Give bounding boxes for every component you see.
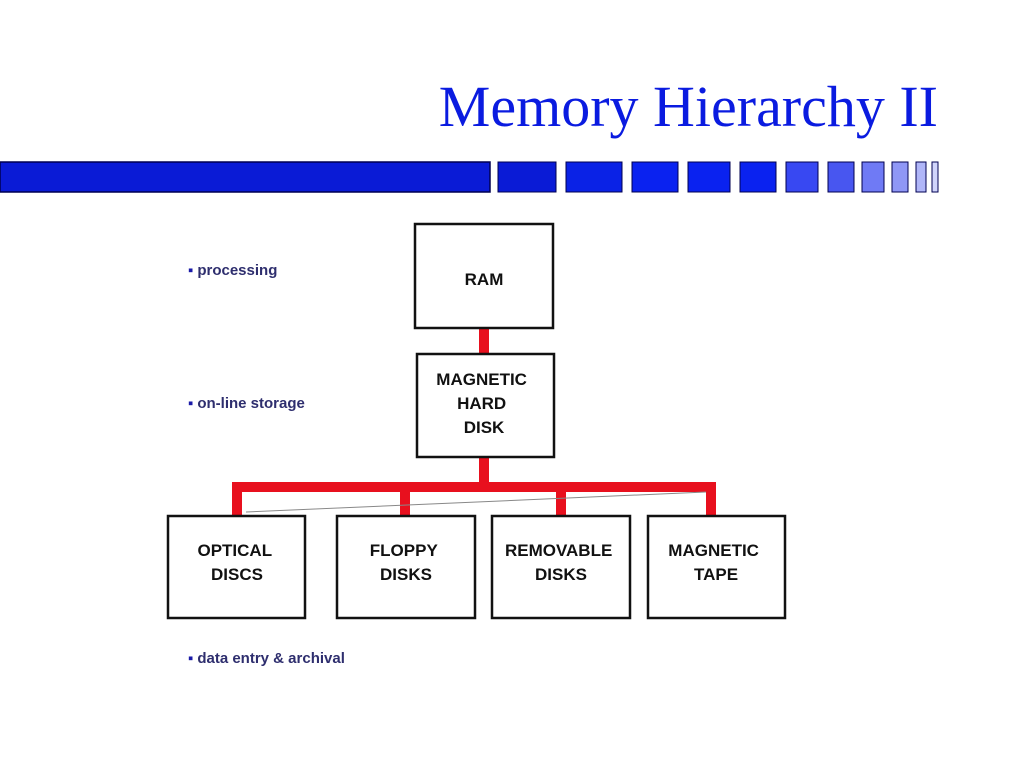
connectors — [232, 328, 716, 516]
box-optical-discs: OPTICAL DISCS — [166, 514, 307, 620]
box-hard-disk-line-1: MAGNETIC — [436, 370, 527, 389]
connector-horizontal — [232, 482, 716, 492]
bullet-online-storage-text: on-line storage — [197, 395, 305, 412]
box-hard-disk-label: MAGNETIC HARD DISK — [436, 370, 531, 437]
bar-block — [687, 161, 731, 193]
bullet-archival: ▪data entry & archival — [188, 650, 345, 667]
box-removable-label: REMOVABLE DISKS — [505, 541, 617, 584]
connector-drop-optical — [232, 482, 242, 516]
bar-block — [565, 161, 623, 193]
box-optical-label: OPTICAL DISCS — [197, 541, 276, 584]
bullet-dot-icon: ▪ — [188, 395, 194, 412]
box-floppy-line-1: FLOPPY — [370, 541, 439, 560]
box-ram-line-1: RAM — [465, 270, 504, 289]
bar-block — [861, 161, 885, 193]
box-hard-disk-line-2: HARD — [457, 394, 506, 413]
box-ram-label: RAM — [465, 270, 504, 289]
box-optical-line-1: OPTICAL — [197, 541, 271, 560]
box-floppy-line-2: DISKS — [380, 565, 432, 584]
box-removable-disks: REMOVABLE DISKS — [490, 514, 632, 620]
bar-block — [739, 161, 777, 193]
box-floppy-label: FLOPPY DISKS — [370, 541, 442, 584]
box-tape-label: MAGNETIC TAPE — [668, 541, 763, 584]
box-hard-disk-line-3: DISK — [464, 418, 505, 437]
bar-block — [931, 161, 939, 193]
connector-ram-to-disk — [479, 328, 489, 354]
bar-block — [497, 161, 557, 193]
bar-block — [827, 161, 855, 193]
box-tape-line-2: TAPE — [694, 565, 738, 584]
bullet-processing-text: processing — [197, 262, 278, 279]
bullet-dot-icon: ▪ — [188, 650, 194, 667]
bullet-processing: ▪processing — [188, 262, 277, 279]
box-magnetic-hard-disk: MAGNETIC HARD DISK — [415, 352, 556, 459]
bar-block — [785, 161, 819, 193]
box-removable-line-2: DISKS — [535, 565, 587, 584]
bullet-archival-text: data entry & archival — [197, 650, 345, 667]
box-ram: RAM — [413, 222, 555, 330]
connector-drop-removable — [556, 482, 566, 516]
bar-block — [891, 161, 909, 193]
box-removable-line-1: REMOVABLE — [505, 541, 612, 560]
bullet-online-storage: ▪on-line storage — [188, 395, 305, 412]
box-magnetic-tape: MAGNETIC TAPE — [646, 514, 787, 620]
bullet-dot-icon: ▪ — [188, 262, 194, 279]
connector-thin-line — [245, 491, 707, 513]
bar-block — [915, 161, 927, 193]
bar-block — [631, 161, 679, 193]
box-floppy-disks: FLOPPY DISKS — [335, 514, 477, 620]
connector-drop-floppy — [400, 482, 410, 516]
connector-disk-down — [479, 456, 489, 486]
slide-title: Memory Hierarchy II — [438, 74, 938, 139]
bar-long-segment — [0, 161, 491, 193]
box-tape-line-1: MAGNETIC — [668, 541, 759, 560]
box-optical-line-2: DISCS — [211, 565, 263, 584]
connector-drop-tape — [706, 482, 716, 516]
